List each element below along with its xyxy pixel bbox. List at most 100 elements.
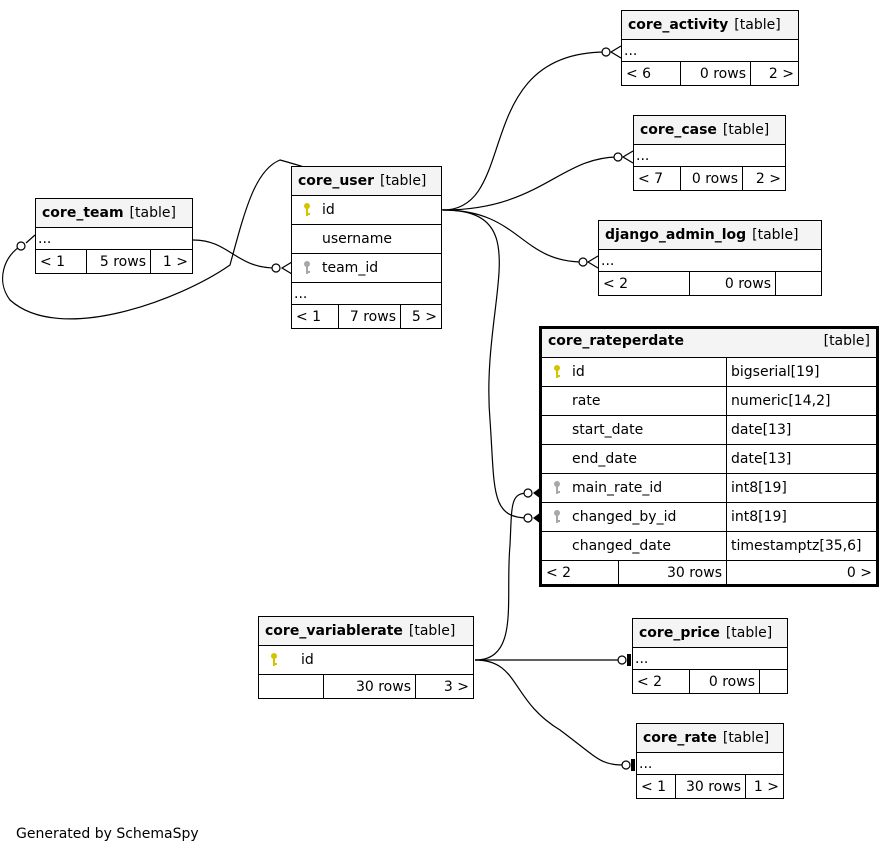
column-name: id [301, 652, 314, 668]
parents-count[interactable]: < 1 [296, 308, 322, 325]
table-name: core_case [640, 122, 717, 138]
parents-count[interactable]: < 1 [641, 778, 667, 795]
children-count[interactable]: 5 > [400, 305, 441, 328]
table-core-rate[interactable]: core_rate [table] ... < 1 30 rows 1 > [636, 723, 784, 799]
table-header: core_activity [table] [622, 11, 798, 40]
edge-end-circle [578, 257, 588, 267]
table-core-case[interactable]: core_case [table] ... < 7 0 rows 2 > [633, 115, 786, 191]
foreign-key-icon [542, 509, 572, 525]
column-row-id[interactable]: id [259, 646, 473, 675]
column-row-changed-date[interactable]: changed_date timestamptz[35,6] [542, 532, 876, 561]
column-row-changed-by-id[interactable]: changed_by_id int8[19] [542, 503, 876, 532]
primary-key-icon [542, 364, 572, 380]
table-name: core_rate [643, 730, 717, 746]
primary-key-icon [292, 202, 322, 218]
crowfoot-activity [609, 45, 622, 59]
table-name: core_user [298, 173, 375, 189]
edge-end-circle [601, 47, 611, 57]
column-name: main_rate_id [572, 480, 663, 496]
edge-user-activity [442, 51, 607, 211]
table-name: core_team [42, 205, 124, 221]
column-row-id[interactable]: id [292, 196, 441, 225]
children-count[interactable]: 2 > [750, 62, 798, 85]
more-columns: ... [633, 648, 787, 670]
table-core-activity[interactable]: core_activity [table] ... < 6 0 rows 2 > [621, 10, 799, 86]
edge-user-case [442, 156, 619, 211]
table-core-rateperdate[interactable]: core_rateperdate [table] id bigserial[19… [539, 326, 879, 587]
column-name: start_date [572, 422, 644, 438]
column-name: end_date [572, 451, 637, 467]
edge-variablerate-rateperdate [474, 492, 529, 661]
table-header: core_price [table] [633, 619, 787, 648]
children-count[interactable]: 1 > [745, 775, 783, 798]
edge-end-circle [617, 655, 627, 665]
foreign-key-icon [542, 480, 572, 496]
more-columns: ... [634, 145, 785, 167]
table-footer: < 1 7 rows 5 > [292, 305, 441, 328]
table-kind: [table] [734, 17, 781, 33]
column-name: id [322, 202, 335, 218]
column-type: date[13] [726, 445, 876, 473]
more-columns: ... [36, 228, 192, 250]
children-count[interactable] [759, 670, 787, 693]
parents-count[interactable]: < 2 [546, 564, 572, 581]
column-row-main-rate-id[interactable]: main_rate_id int8[19] [542, 474, 876, 503]
parents-count[interactable]: < 6 [626, 65, 652, 82]
children-count[interactable]: 1 > [150, 250, 192, 273]
row-count: 30 rows [618, 561, 726, 584]
table-kind: [table] [722, 730, 770, 746]
children-count[interactable]: 2 > [742, 167, 785, 190]
table-footer: < 7 0 rows 2 > [634, 167, 785, 190]
parents-count[interactable]: < 2 [637, 673, 663, 690]
parents-count[interactable]: < 7 [638, 170, 664, 187]
table-footer: 30 rows 3 > [259, 675, 473, 698]
table-django-admin-log[interactable]: django_admin_log [table] ... < 2 0 rows [598, 220, 822, 296]
column-row-team-id[interactable]: team_id [292, 254, 441, 283]
children-count[interactable]: 3 > [415, 675, 473, 698]
parents-count[interactable]: < 2 [603, 275, 629, 292]
more-columns: ... [637, 753, 783, 775]
table-header: django_admin_log [table] [599, 221, 821, 250]
tee-price [627, 654, 631, 666]
table-footer: < 6 0 rows 2 > [622, 62, 798, 85]
more-columns: ... [599, 250, 821, 272]
table-core-variablerate[interactable]: core_variablerate [table] id 30 rows 3 > [258, 616, 474, 699]
table-name: core_price [639, 625, 720, 641]
parents-count[interactable] [259, 675, 323, 698]
column-row-start-date[interactable]: start_date date[13] [542, 416, 876, 445]
column-name: team_id [322, 260, 379, 276]
row-count: 5 rows [86, 250, 150, 273]
children-count[interactable] [775, 272, 821, 295]
crowfoot-case [621, 150, 634, 164]
column-type: timestamptz[35,6] [726, 532, 876, 560]
column-row-username[interactable]: username [292, 225, 441, 254]
table-core-team[interactable]: core_team [table] ... < 1 5 rows 1 > [35, 198, 193, 274]
tee-rate [631, 759, 635, 771]
parents-count[interactable]: < 1 [40, 253, 66, 270]
column-name: username [322, 231, 392, 247]
table-header: core_variablerate [table] [259, 617, 473, 646]
generated-by-label: Generated by SchemaSpy [16, 826, 199, 842]
table-header: core_rate [table] [637, 724, 783, 753]
table-kind: [table] [725, 625, 773, 641]
column-row-end-date[interactable]: end_date date[13] [542, 445, 876, 474]
table-core-price[interactable]: core_price [table] ... < 2 0 rows [632, 618, 788, 694]
edge-team-user [192, 239, 277, 269]
table-core-user[interactable]: core_user [table] id username team_id ..… [291, 166, 442, 329]
table-name: core_activity [628, 17, 729, 33]
column-type: int8[19] [726, 474, 876, 502]
more-columns: ... [622, 40, 798, 62]
edge-variablerate-rate [474, 659, 627, 766]
table-kind: [table] [722, 122, 770, 138]
row-count: 7 rows [338, 305, 400, 328]
table-kind: [table] [408, 623, 456, 639]
column-row-id[interactable]: id bigserial[19] [542, 358, 876, 387]
row-count: 0 rows [689, 670, 759, 693]
more-columns: ... [292, 283, 441, 305]
column-row-rate[interactable]: rate numeric[14,2] [542, 387, 876, 416]
column-name: id [572, 364, 585, 380]
edge-user-rateperdate [442, 209, 529, 519]
table-footer: < 2 30 rows 0 > [542, 561, 876, 584]
column-name: changed_by_id [572, 509, 677, 525]
children-count[interactable]: 0 > [726, 561, 876, 584]
